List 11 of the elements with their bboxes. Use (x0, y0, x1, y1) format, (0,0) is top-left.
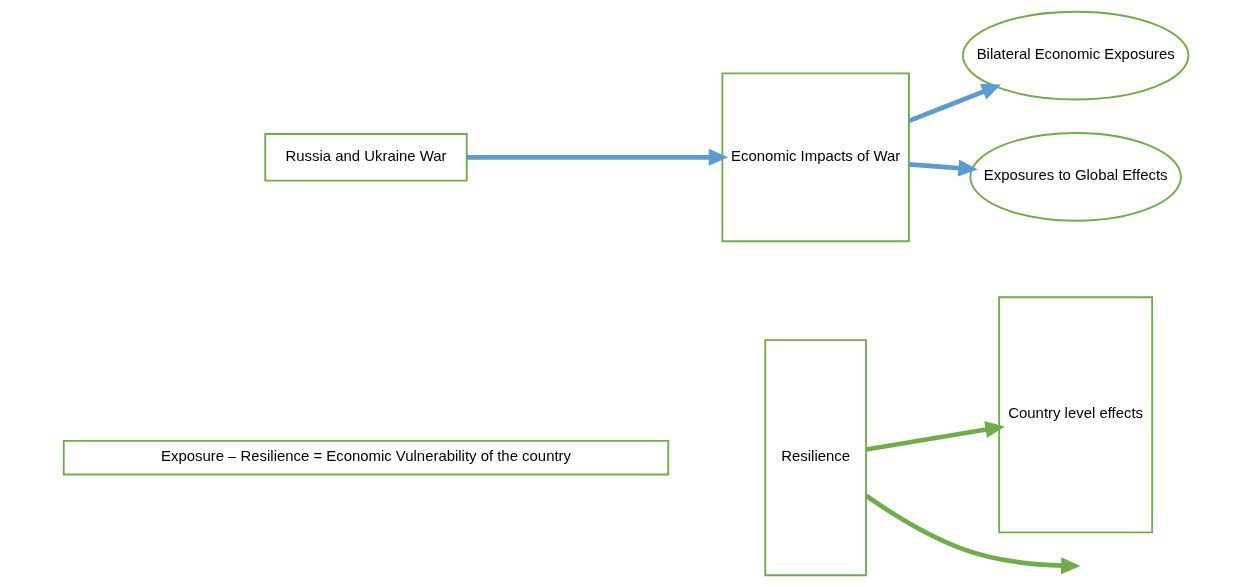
arrow (466, 148, 729, 166)
node-box: Resilience (764, 339, 867, 577)
arrow (864, 493, 1081, 575)
node-ellipse: Exposures to Global Effects (969, 132, 1182, 222)
arrow (908, 159, 978, 177)
node-box: Exposure – Resilience = Economic Vulnerability of the country (62, 439, 670, 476)
node-box: Economic Impacts of War (721, 72, 910, 243)
arrow (908, 83, 1002, 124)
node-box: Country level effects (998, 296, 1154, 534)
node-box: Russia and Ukraine War (264, 133, 468, 182)
arrow (865, 421, 1005, 452)
